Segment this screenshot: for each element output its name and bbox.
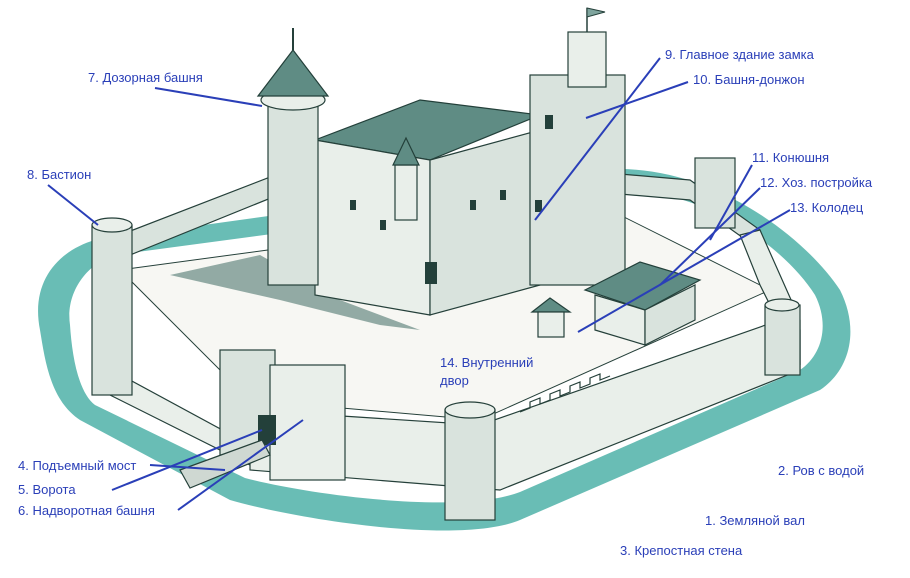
label-inner-courtyard: 14. Внутренний [440,355,534,370]
label-watch-tower: 7. Дозорная башня [88,70,203,85]
leader-gate-tower [177,419,304,511]
leader-watch-tower [154,87,263,107]
label-gate-tower: 6. Надворотная башня [18,503,155,518]
gatehouse [219,349,346,481]
stable [583,261,702,346]
label-keep-donjon: 10. Башня-донжон [693,72,805,87]
label-bastion: 8. Бастион [27,167,92,182]
label-outbuilding: 12. Хоз. постройка [760,175,873,190]
back-right-tower [694,157,736,229]
castle-turret [392,136,420,221]
front-round-tower [444,401,496,521]
leader-stable [709,164,753,241]
label-stable: 11. Конюшня [752,150,830,165]
leader-well [577,209,791,333]
label-well: 13. Колодец [790,200,864,215]
leader-gate [111,429,263,491]
label-gate: 5. Ворота [18,482,76,497]
right-corner-tower [764,298,801,376]
leader-outbuilding [659,187,761,286]
watch-tower [256,28,330,286]
label-main-building: 9. Главное здание замка [665,47,814,62]
label-drawbridge: 4. Подъемный мост [18,458,137,473]
leader-bastion [47,184,99,226]
main-castle-building [312,99,543,316]
castle-grass [170,255,420,330]
label-inner-courtyard-2: двор [440,373,469,388]
leader-keep [585,81,689,119]
label-moat: 2. Ров с водой [778,463,865,478]
well [530,297,572,338]
bastion-tower [91,217,133,396]
drawbridge [179,439,271,489]
keep-donjon [529,7,626,286]
leader-main-building [534,57,661,221]
leader-drawbridge [149,464,226,471]
label-fortress-wall: 3. Крепостная стена [620,543,743,558]
label-earth-bank: 1. Земляной вал [705,513,805,528]
